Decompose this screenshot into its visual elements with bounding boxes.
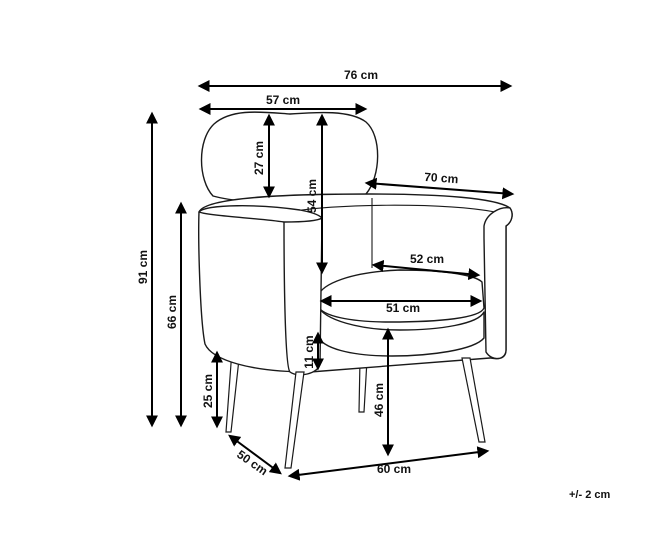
- leg-height-label: 25 cm: [201, 374, 215, 408]
- backrest-width-label: 57 cm: [266, 93, 300, 107]
- seat-width-label: 51 cm: [386, 301, 420, 315]
- front-left-leg: [284, 371, 305, 469]
- seat-depth-label: 52 cm: [410, 252, 444, 266]
- backrest-pillow: [200, 111, 379, 204]
- dimension-labels: 76 cm 57 cm 27 cm 54 cm 70 cm 52 cm 51 c…: [136, 68, 459, 478]
- dimension-arrows: [146, 80, 515, 481]
- inner-depth-arrow: [364, 177, 515, 200]
- inner-depth-label: 70 cm: [424, 170, 459, 186]
- overall-width-label: 76 cm: [344, 68, 378, 82]
- seat-front: [317, 305, 485, 357]
- base-width-arrow: [287, 446, 490, 481]
- seat-height-label: 46 cm: [372, 383, 386, 417]
- inner-back-top: [289, 204, 496, 213]
- overall-height-label: 91 cm: [136, 250, 150, 284]
- cushion-height-label: 11 cm: [302, 335, 316, 368]
- base-width-label: 60 cm: [377, 462, 411, 476]
- base-depth-arrow: [228, 434, 282, 475]
- front-right-leg: [461, 357, 486, 443]
- seat-depth-arrow: [371, 259, 481, 281]
- armchair-drawing: [198, 111, 513, 469]
- tolerance-note: +/- 2 cm: [569, 489, 611, 501]
- seat-to-top-label: 54 cm: [305, 179, 319, 213]
- backrest-height-label: 27 cm: [252, 141, 266, 175]
- arm-height-label: 66 cm: [165, 295, 179, 329]
- right-armrest: [483, 207, 513, 360]
